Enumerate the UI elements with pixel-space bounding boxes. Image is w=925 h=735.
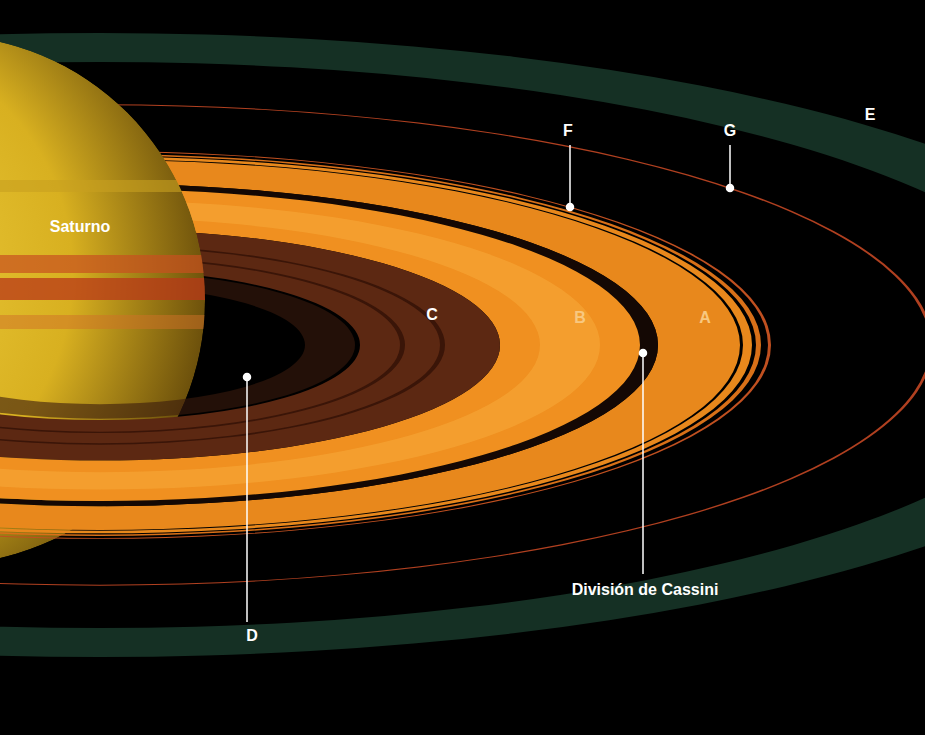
- ring-label: C: [426, 306, 438, 324]
- ring-band: [0, 345, 925, 657]
- ring-band: [0, 345, 740, 530]
- ring-band: [0, 201, 600, 345]
- ring-band: [0, 33, 925, 345]
- ring-band: [0, 345, 640, 501]
- ring-band: [0, 345, 761, 536]
- ring-band: [0, 345, 658, 506]
- ring-label: E: [865, 106, 876, 124]
- leader-dot: [244, 374, 251, 381]
- leader-line: [569, 145, 571, 204]
- leader-dot: [727, 185, 734, 192]
- ring-band: [0, 345, 445, 445]
- rings-back: [0, 33, 925, 345]
- ring-band: [0, 345, 355, 419]
- ring-label: G: [724, 122, 736, 140]
- planet-band: [0, 180, 270, 192]
- ring-label: B: [574, 309, 586, 327]
- ring-band: [0, 345, 752, 533]
- leader-line: [642, 356, 644, 574]
- planet-band: [0, 278, 270, 300]
- ring-label: F: [563, 122, 573, 140]
- leaders: [244, 145, 734, 622]
- leader-line: [246, 380, 248, 622]
- leader-line: [729, 145, 731, 185]
- rings-front: [0, 345, 925, 657]
- ring-band: [0, 345, 500, 461]
- ring-label: A: [699, 309, 711, 327]
- leader-dot: [567, 204, 574, 211]
- leader-dot: [640, 350, 647, 357]
- planet-band: [0, 255, 270, 273]
- planet-name: Saturno: [50, 218, 110, 236]
- planet-band: [0, 315, 270, 329]
- ring-band: [0, 345, 771, 539]
- ring-label: División de Cassini: [572, 581, 719, 599]
- ring-band: [0, 345, 925, 586]
- ring-band: [0, 345, 600, 489]
- ring-label: D: [246, 627, 258, 645]
- ring-band: [0, 345, 405, 433]
